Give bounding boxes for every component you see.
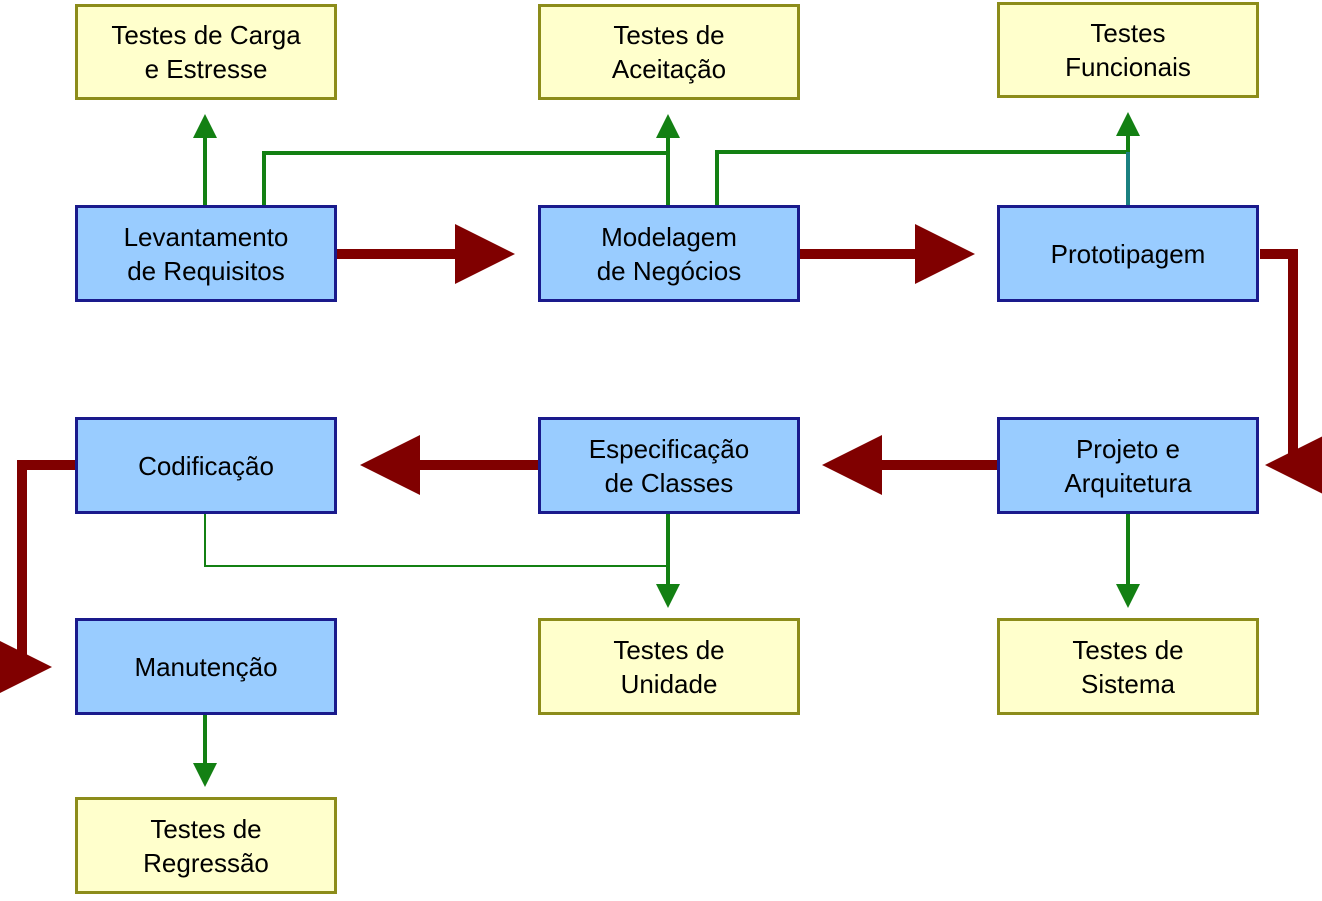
box-codificacao-label: Codificação (138, 450, 274, 481)
test-link-codificacao-unidade (204, 514, 668, 567)
flow-arrow-codificacao-to-manutencao (0, 460, 75, 697)
box-testes-funcionais: Testes Funcionais (997, 2, 1259, 98)
box-prototipagem-label: Prototipagem (1050, 238, 1206, 269)
box-codificacao: Codificação (75, 417, 337, 514)
box-testes-unidade: Testes de Unidade (538, 618, 800, 715)
box-manutencao-label: Manutenção (134, 651, 278, 682)
box-testes-sistema: Testes de Sistema (997, 618, 1259, 715)
box-manutencao: Manutenção (75, 618, 337, 715)
box-levantamento-label: Levantamento de Requisitos (123, 221, 289, 286)
box-testes-funcionais-label: Testes Funcionais (1065, 18, 1191, 82)
box-testes-carga: Testes de Carga e Estresse (75, 4, 337, 100)
box-modelagem: Modelagem de Negócios (538, 205, 800, 302)
box-especificacao-label: Especificação de Classes (588, 433, 750, 498)
box-testes-regressao: Testes de Regressão (75, 797, 337, 894)
box-especificacao: Especificação de Classes (538, 417, 800, 514)
box-testes-aceitacao-label: Testes de Aceitação (611, 20, 727, 84)
box-levantamento: Levantamento de Requisitos (75, 205, 337, 302)
flow-arrow-prototipagem-to-projeto (1260, 249, 1322, 495)
box-testes-sistema-label: Testes de Sistema (1072, 634, 1184, 699)
box-testes-carga-label: Testes de Carga e Estresse (111, 20, 301, 84)
box-projeto-label: Projeto e Arquitetura (1064, 433, 1192, 498)
box-testes-regressao-label: Testes de Regressão (143, 813, 269, 878)
test-link-modelagem-funcionais (715, 150, 1128, 205)
box-prototipagem: Prototipagem (997, 205, 1259, 302)
test-link-levantamento-aceitacao (262, 151, 668, 205)
box-testes-aceitacao: Testes de Aceitação (538, 4, 800, 100)
box-modelagem-label: Modelagem de Negócios (596, 221, 742, 286)
box-projeto: Projeto e Arquitetura (997, 417, 1259, 514)
box-testes-unidade-label: Testes de Unidade (613, 634, 725, 699)
